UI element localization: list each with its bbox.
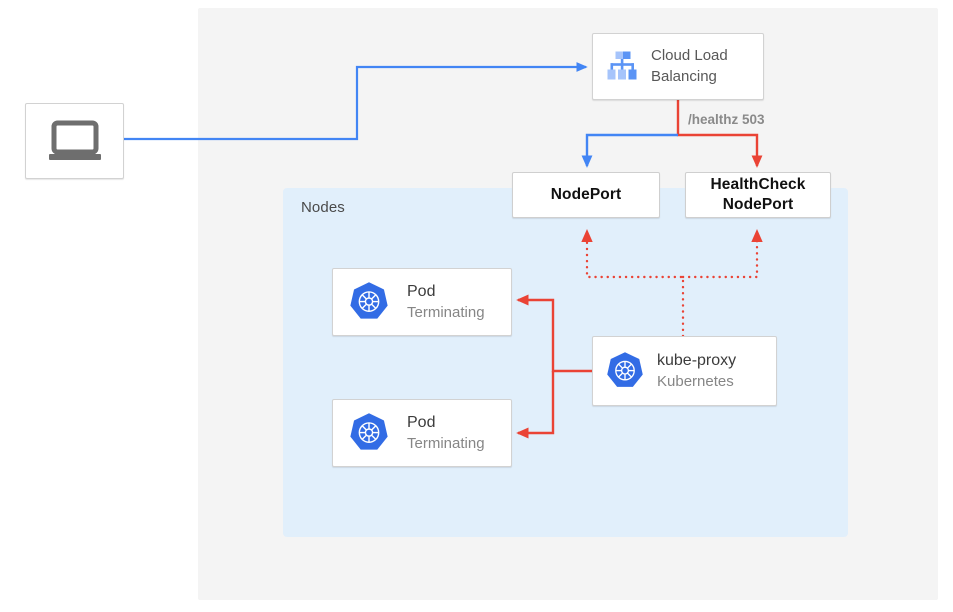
cloud-load-balancing-text: Cloud Load Balancing	[651, 46, 763, 87]
pod-card-2-text: Pod Terminating	[405, 412, 511, 454]
healthcheck-nodeport-label-line1: HealthCheck	[710, 176, 806, 194]
cloud-load-balancing-title-line2: Balancing	[651, 67, 717, 85]
cloud-load-balancing-icon	[593, 51, 651, 83]
healthcheck-nodeport-label-line2: NodePort	[722, 196, 794, 213]
pod-card-1[interactable]: Pod Terminating	[332, 268, 512, 336]
pod-card-2-subtitle: Terminating	[407, 434, 485, 452]
pod-card-1-title: Pod	[407, 283, 436, 301]
cloud-load-balancing-title-line1: Cloud Load	[651, 47, 728, 65]
kube-proxy-title: kube-proxy	[657, 352, 737, 370]
pod-card-2[interactable]: Pod Terminating	[332, 399, 512, 467]
nodeport-label: NodePort	[550, 186, 622, 204]
client-laptop-card[interactable]	[25, 103, 124, 179]
nodeport-box[interactable]: NodePort	[512, 172, 660, 218]
nodes-region-label: Nodes	[301, 199, 345, 216]
healthcheck-nodeport-box[interactable]: HealthCheck NodePort	[685, 172, 831, 218]
kube-proxy-card[interactable]: kube-proxy Kubernetes	[592, 336, 777, 406]
pod-card-1-text: Pod Terminating	[405, 281, 511, 323]
kubernetes-icon	[333, 412, 405, 454]
kube-proxy-subtitle: Kubernetes	[657, 372, 734, 390]
kube-proxy-text: kube-proxy Kubernetes	[657, 350, 776, 392]
pod-card-2-title: Pod	[407, 414, 436, 432]
kubernetes-icon	[593, 351, 657, 391]
pod-card-1-subtitle: Terminating	[407, 303, 485, 321]
healthcheck-nodeport-label: HealthCheck NodePort	[711, 175, 806, 215]
laptop-icon	[26, 120, 123, 162]
healthz-edge-label: /healthz 503	[688, 112, 765, 127]
kubernetes-icon	[333, 281, 405, 323]
cloud-load-balancing-card[interactable]: Cloud Load Balancing	[592, 33, 764, 100]
